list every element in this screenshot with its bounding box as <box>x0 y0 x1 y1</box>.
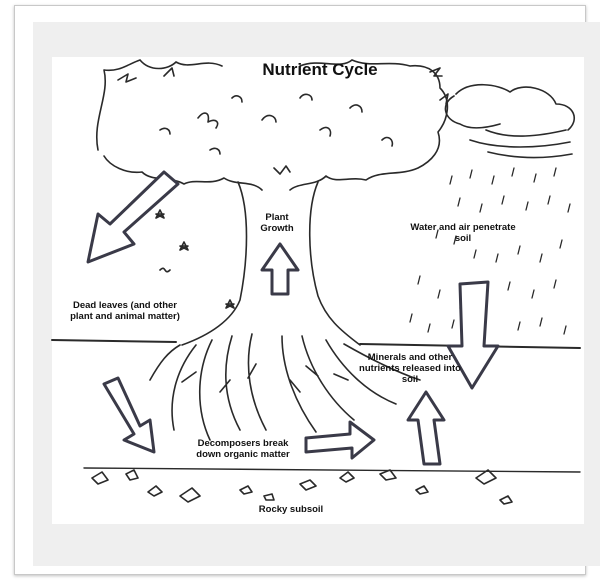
label-minerals: Minerals and other nutrients released in… <box>352 352 468 385</box>
ground-line <box>52 340 580 348</box>
label-water-air: Water and air penetrate soil <box>408 222 518 244</box>
rocks <box>92 470 512 504</box>
label-plant-growth: Plant Growth <box>252 212 302 234</box>
subsoil-line <box>84 468 580 472</box>
arrow-dead-matter-down <box>104 378 154 452</box>
label-dead-leaves: Dead leaves (and other plant and animal … <box>66 300 184 322</box>
rain-drops <box>410 168 570 334</box>
label-rocky-subsoil: Rocky subsoil <box>246 504 336 515</box>
arrow-canopy-to-ground <box>88 172 178 262</box>
cloud <box>445 85 574 158</box>
arrow-minerals-up <box>408 392 444 464</box>
diagram-title-text: Nutrient Cycle <box>220 60 420 80</box>
arrow-decomposers-right <box>306 422 374 458</box>
tree-roots <box>150 334 420 440</box>
label-decomposers: Decomposers break down organic matter <box>196 438 290 460</box>
arrow-plant-growth-up <box>262 244 298 294</box>
